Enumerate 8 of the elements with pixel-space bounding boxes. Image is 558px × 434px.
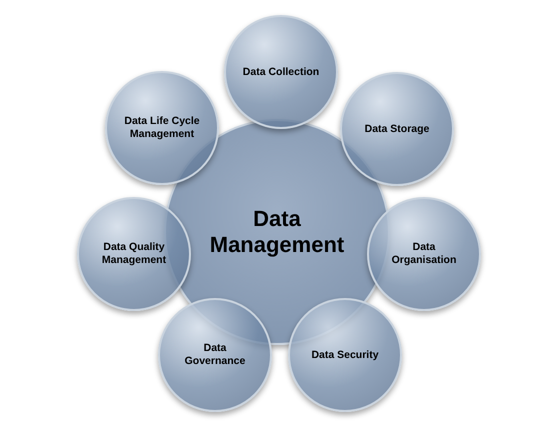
- topic-label: Data Governance: [184, 342, 246, 368]
- topic-label: Data Collection: [242, 66, 320, 78]
- topic-label: Data Life Cycle Management: [123, 115, 201, 141]
- topic-label: Data Quality Management: [100, 241, 168, 267]
- topic-label: Data Security: [310, 348, 380, 362]
- center-title: Data Management: [208, 206, 346, 258]
- topic-label: Data Organisation: [390, 241, 458, 267]
- topic-label: Data Storage: [364, 122, 430, 136]
